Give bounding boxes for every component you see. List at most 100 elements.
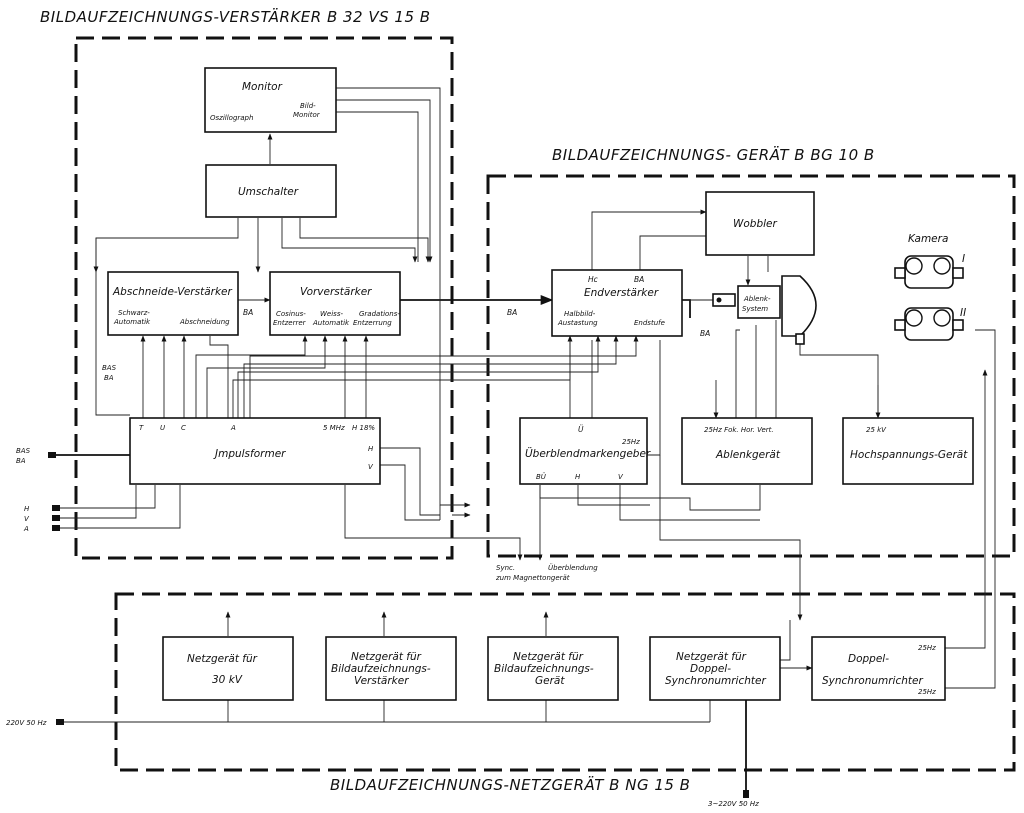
ueb-h: H: [575, 473, 581, 481]
group-frame-geraet: [486, 174, 1016, 558]
ngds-l2: Doppel-: [690, 663, 731, 675]
endv-austastung: Austastung: [557, 319, 598, 327]
kamera-title: Kamera: [908, 233, 948, 245]
input-mains-3x220v: 3~220V 50 Hz: [708, 800, 759, 808]
group-frame-verstaerker: [74, 36, 454, 560]
umschalter-title: Umschalter: [238, 186, 299, 198]
endv-endstufe: Endstufe: [634, 319, 665, 327]
block-ng-geraet: Netzgerät für Bildaufzeichnungs- Gerät: [487, 636, 619, 701]
ngbv-l1: Netzgerät für: [351, 651, 422, 663]
block-endverstaerker: Hc BA Endverstärker Halbbild- Austastung…: [551, 269, 683, 337]
ueb-25hz: 25Hz: [622, 438, 640, 446]
signal-ba-1: BA: [243, 308, 253, 317]
block-umschalter: Umschalter: [205, 164, 337, 218]
doppel-l2: Synchronumrichter: [822, 675, 923, 687]
block-ueberblendmarkengeber: Ü 25Hz Überblendmarkengeber BÜ H V: [519, 417, 651, 485]
block-hochspannung: 25 kV Hochspannungs-Gerät: [842, 417, 974, 485]
vorv-entzerrer: Entzerrer: [273, 319, 307, 327]
input-v: V: [24, 515, 30, 523]
monitor-oszillograph: Oszillograph: [210, 114, 253, 122]
signal-labels: BA BA BA BAS BA BAS BA H V A Sync. zum M…: [6, 308, 759, 808]
block-ablenksystem: Ablenk- System: [712, 275, 817, 345]
signal-ba-2: BA: [507, 308, 517, 317]
signal-sync: Sync.: [496, 564, 515, 572]
hochspannung-kv: 25 kV: [866, 426, 887, 434]
ng30-l2: 30 kV: [212, 674, 243, 686]
block-ablenkgeraet: 25Hz Fok. Hor. Vert. Ablenkgerät: [681, 417, 813, 485]
ngds-l1: Netzgerät für: [676, 651, 747, 663]
impuls-t: T: [139, 424, 144, 432]
wiring: [52, 87, 996, 794]
block-ng-verstaerker: Netzgerät für Bildaufzeichnungs- Verstär…: [325, 636, 457, 701]
block-doppel-synchronumrichter: 25Hz Doppel- Synchronumrichter 25Hz: [811, 636, 946, 701]
abschneide-abschneidung: Abschneidung: [179, 318, 230, 326]
signal-ueberblendung: Überblendung: [548, 563, 598, 572]
input-bas: BAS: [16, 447, 31, 455]
endv-ba: BA: [634, 275, 644, 284]
input-ba: BA: [16, 457, 26, 465]
signal-magnetton: zum Magnettongerät: [495, 574, 570, 582]
ablenksystem-l2: System: [742, 305, 768, 313]
block-wobbler: Wobbler: [705, 191, 815, 256]
impuls-5mhz: 5 MHz: [323, 424, 345, 432]
vorv-entzerrung: Entzerrung: [353, 319, 392, 327]
tube-icon: [781, 275, 817, 337]
abschneide-automatik: Automatik: [113, 318, 151, 326]
endverstaerker-title: Endverstärker: [584, 287, 659, 299]
ueb-u: Ü: [578, 425, 584, 434]
input-mains-220v: 220V 50 Hz: [6, 719, 47, 727]
tube-cathode-icon: [716, 297, 722, 303]
ngds-l3: Synchronumrichter: [665, 675, 766, 687]
abschneide-schwarz: Schwarz-: [118, 309, 150, 317]
group-title-verstaerker: BILDAUFZEICHNUNGS-VERSTÄRKER B 32 VS 15 …: [40, 7, 431, 26]
monitor-monitor: Monitor: [293, 111, 321, 119]
signal-ba-3: BA: [700, 329, 710, 338]
wobbler-title: Wobbler: [733, 218, 778, 230]
monitor-title: Monitor: [242, 81, 283, 93]
ng30-l1: Netzgerät für: [187, 653, 258, 665]
kamera-i: I: [962, 253, 965, 265]
signal-ba-v: BA: [104, 374, 114, 382]
block-vorverstaerker: Vorverstärker Cosinus- Entzerrer Weiss- …: [269, 271, 401, 336]
ueb-bu: BÜ: [536, 472, 546, 481]
impuls-v: V: [368, 463, 374, 471]
ablenkgeraet-labels: 25Hz Fok. Hor. Vert.: [704, 426, 774, 434]
impuls-h: H: [368, 445, 374, 453]
doppel-25hz-1: 25Hz: [918, 644, 936, 652]
input-a: A: [23, 525, 29, 533]
endv-halbbild: Halbbild-: [564, 310, 596, 318]
impulsformer-title: Jmpulsformer: [213, 448, 286, 460]
ueb-v: V: [618, 473, 624, 481]
block-impulsformer: Jmpulsformer T U C A 5 MHz H 18% H V: [129, 417, 381, 485]
block-ng-30kv: Netzgerät für 30 kV: [162, 636, 294, 701]
block-ng-synchron: Netzgerät für Doppel- Synchronumrichter: [649, 636, 781, 701]
ablenkgeraet-title: Ablenkgerät: [715, 449, 781, 461]
group-frame-netzgeraet: [114, 592, 1016, 772]
block-kamera: Kamera I II: [894, 233, 966, 341]
kamera-ii: II: [960, 307, 966, 319]
vorv-automatik: Automatik: [312, 319, 350, 327]
impuls-c: C: [181, 424, 186, 432]
impuls-u: U: [160, 424, 165, 432]
camera-icon: [894, 255, 964, 289]
ngbg-l1: Netzgerät für: [513, 651, 584, 663]
block-abschneide-verstaerker: Abschneide-Verstärker Schwarz- Automatik…: [107, 271, 239, 336]
ablenksystem-l1: Ablenk-: [743, 295, 771, 303]
block-monitor: Monitor Oszillograph Bild- Monitor: [204, 67, 337, 133]
ngbg-l3: Gerät: [535, 675, 565, 687]
vorv-cosinus: Cosinus-: [276, 310, 306, 318]
ueberblend-title: Überblendmarkengeber: [525, 447, 651, 460]
impuls-a: A: [230, 424, 236, 432]
input-terminals: [48, 452, 749, 798]
hochspannung-title: Hochspannungs-Gerät: [850, 449, 968, 461]
signal-bas: BAS: [102, 364, 117, 372]
vorv-gradations: Gradations-: [359, 310, 400, 318]
group-title-netzgeraet: BILDAUFZEICHNUNGS-NETZGERÄT B NG 15 B: [330, 775, 690, 794]
doppel-25hz-2: 25Hz: [918, 688, 936, 696]
input-h: H: [24, 505, 30, 513]
group-title-geraet: BILDAUFZEICHNUNGS- GERÄT B BG 10 B: [552, 145, 875, 164]
ngbg-l2: Bildaufzeichnungs-: [494, 663, 594, 675]
camera-icon: [894, 307, 964, 341]
ngbv-l3: Verstärker: [354, 675, 409, 687]
